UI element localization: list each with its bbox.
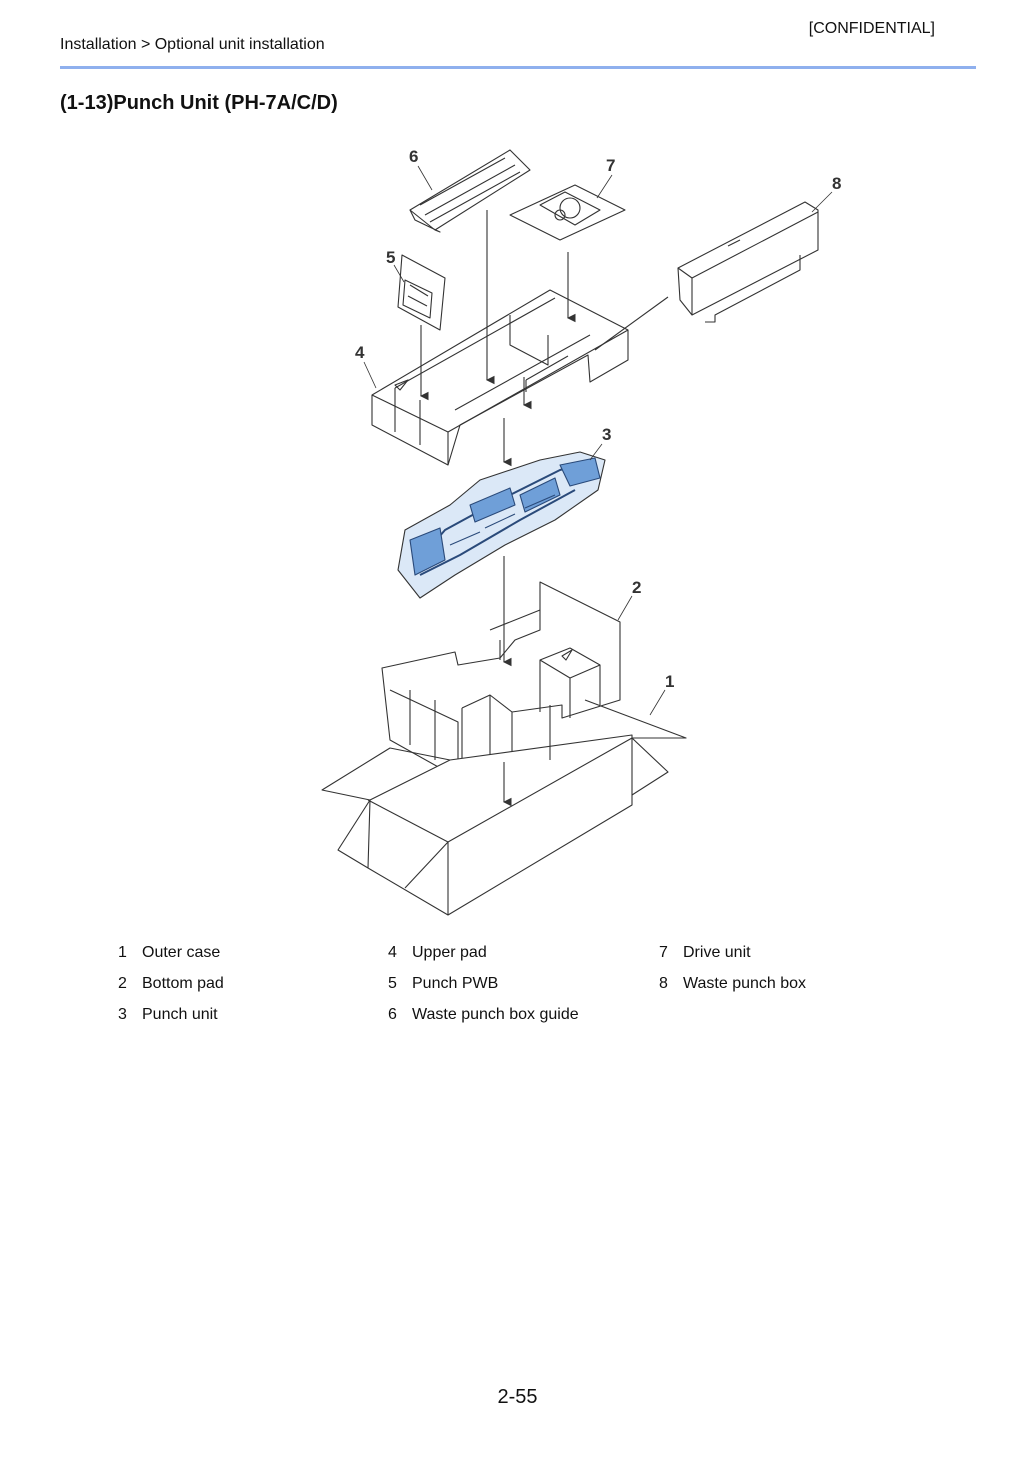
waste-punch-box-part [677, 201, 819, 323]
callout-1: 1 [665, 672, 674, 691]
legend-label: Bottom pad [142, 975, 224, 992]
upper-pad-part [371, 289, 669, 466]
callout-3: 3 [602, 425, 611, 444]
legend-label: Waste punch box [683, 975, 807, 992]
legend-item: 1 Outer case [118, 944, 220, 962]
legend-item: 6 Waste punch box guide [388, 1006, 579, 1024]
assembly-arrows [419, 210, 576, 807]
legend-label: Upper pad [412, 944, 487, 961]
legend-item: 3 Punch unit [118, 1006, 218, 1024]
legend-number: 7 [659, 944, 668, 961]
page-title: (1-13)Punch Unit (PH-7A/C/D) [60, 92, 338, 114]
legend-label: Drive unit [683, 944, 751, 961]
legend-label: Punch PWB [412, 975, 499, 992]
legend-number: 8 [659, 975, 668, 992]
outer-case-part [321, 699, 687, 916]
callout-leaders [363, 165, 833, 716]
callout-labels: 6 7 8 5 4 3 2 1 [355, 147, 841, 691]
callout-4: 4 [355, 343, 365, 362]
legend-item: 2 Bottom pad [118, 975, 224, 993]
legend-number: 4 [388, 944, 397, 961]
legend-item: 7 Drive unit [659, 944, 751, 962]
confidential-label: [CONFIDENTIAL] [808, 20, 935, 37]
callout-8: 8 [832, 174, 841, 193]
legend-number: 2 [118, 975, 127, 992]
legend-item: 8 Waste punch box [659, 975, 806, 993]
legend-label: Waste punch box guide [412, 1006, 579, 1023]
callout-2: 2 [632, 578, 641, 597]
callout-6: 6 [409, 147, 418, 166]
legend-label: Punch unit [142, 1006, 218, 1023]
waste-punch-box-guide-part [409, 149, 531, 233]
header-divider [60, 66, 976, 69]
legend-label: Outer case [142, 944, 221, 961]
callout-7: 7 [606, 156, 615, 175]
legend-number: 3 [118, 1006, 127, 1023]
drive-unit-part [509, 184, 626, 241]
legend-number: 5 [388, 975, 397, 992]
page-number: 2-55 [497, 1386, 538, 1408]
breadcrumb: Installation > Optional unit installatio… [60, 36, 325, 53]
punch-pwb-part [397, 254, 446, 331]
punch-unit-part [397, 451, 606, 599]
legend-item: 5 Punch PWB [388, 975, 498, 993]
legend-item: 4 Upper pad [388, 944, 487, 962]
legend-number: 1 [118, 944, 127, 961]
legend-number: 6 [388, 1006, 397, 1023]
callout-5: 5 [386, 248, 395, 267]
exploded-packing-diagram: 6 7 8 5 4 3 2 1 [321, 147, 841, 916]
